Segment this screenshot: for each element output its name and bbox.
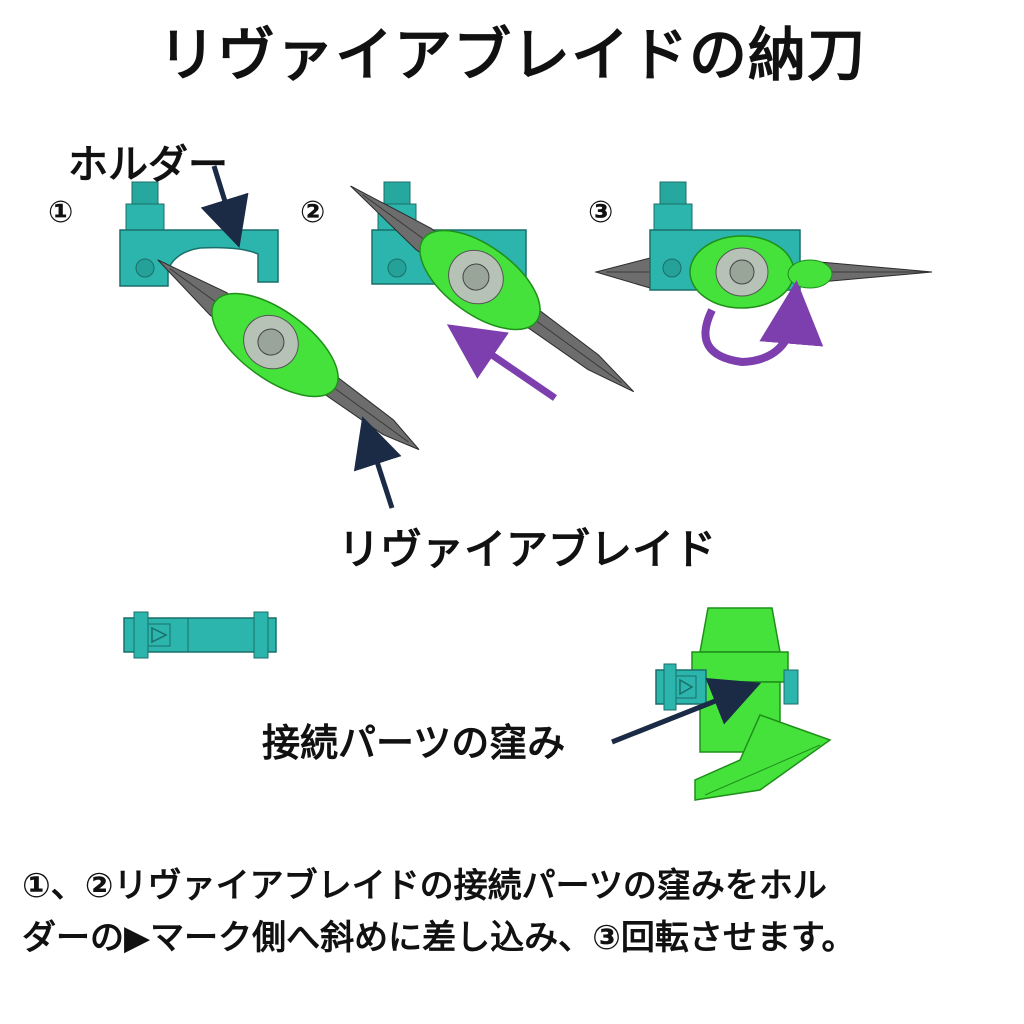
holder-side-view	[123, 611, 277, 659]
holder-1	[119, 181, 279, 287]
page-title: リヴァイアブレイドの納刀	[157, 21, 866, 89]
blade-1	[157, 259, 420, 451]
blade-label: リヴァイアブレイド	[338, 525, 717, 574]
caption-line-1: ①、②リヴァイアブレイドの接続パーツの窪みをホル	[22, 866, 827, 906]
instruction-caption: ①、②リヴァイアブレイドの接続パーツの窪みをホル ダーの▶マーク側へ斜めに差し込…	[22, 860, 1007, 964]
caption-line-2: ダーの▶マーク側へ斜めに差し込み、③回転させます。	[22, 918, 856, 958]
step-1-number: ①	[48, 195, 74, 230]
step-2-illustration	[350, 181, 635, 401]
blade-pointer-arrow	[353, 416, 402, 509]
insert-arrow	[446, 324, 557, 401]
recess-pointer-arrow	[611, 677, 762, 745]
step-3-number: ③	[588, 195, 614, 230]
step-3-illustration	[594, 181, 933, 367]
recess-label: 接続パーツの窪み	[262, 721, 566, 765]
step-2-number: ②	[300, 195, 326, 230]
holder-label: ホルダー	[68, 142, 228, 188]
holder-pointer-arrow	[200, 165, 249, 248]
mark-triangle-icon	[151, 626, 168, 644]
rotate-arrow	[701, 280, 824, 367]
blade-2	[350, 185, 635, 393]
green-part-3	[689, 235, 833, 309]
connection-part-view	[655, 607, 832, 801]
